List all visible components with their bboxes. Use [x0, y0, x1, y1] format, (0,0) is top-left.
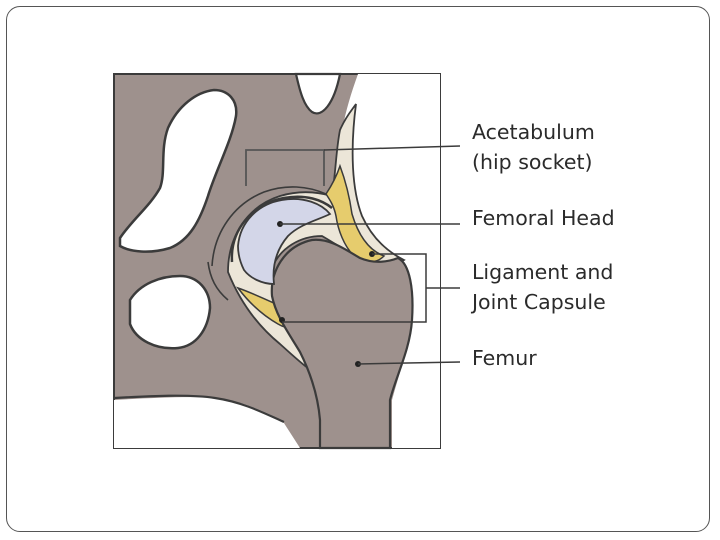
acetabulum-rim [211, 186, 327, 267]
acetabulum-bracket [245, 149, 325, 186]
acetabulum-rim-lower [207, 261, 229, 301]
acetabulum-label-line2: (hip socket) [472, 150, 593, 174]
panel-background-right [339, 74, 440, 448]
femur-bone [270, 238, 414, 450]
pelvis-lower-contour [113, 394, 285, 424]
femoral-head-cartilage [237, 198, 332, 285]
femur-label: Femur [472, 343, 537, 373]
femur-leader-line [357, 361, 461, 365]
pelvic-cavity-upper [118, 88, 238, 253]
acetabulum-leader-line [323, 145, 461, 151]
pelvic-notch-top [294, 72, 342, 115]
femoral-head-label: Femoral Head [472, 203, 615, 233]
acetabulum-label: Acetabulum (hip socket) [472, 117, 595, 177]
cartilage-arc [230, 195, 333, 263]
obturator-foramen [128, 274, 212, 350]
ligament-label-line1: Ligament and [472, 260, 614, 284]
ligament-label: Ligament and Joint Capsule [472, 257, 613, 317]
ligament-label-line2: Joint Capsule [472, 290, 606, 314]
panel-background-bottom [114, 397, 300, 448]
femoral-head-label-text: Femoral Head [472, 206, 615, 230]
femur-label-text: Femur [472, 346, 537, 370]
acetabulum-label-line1: Acetabulum [472, 120, 595, 144]
ligament-upper [325, 163, 386, 263]
